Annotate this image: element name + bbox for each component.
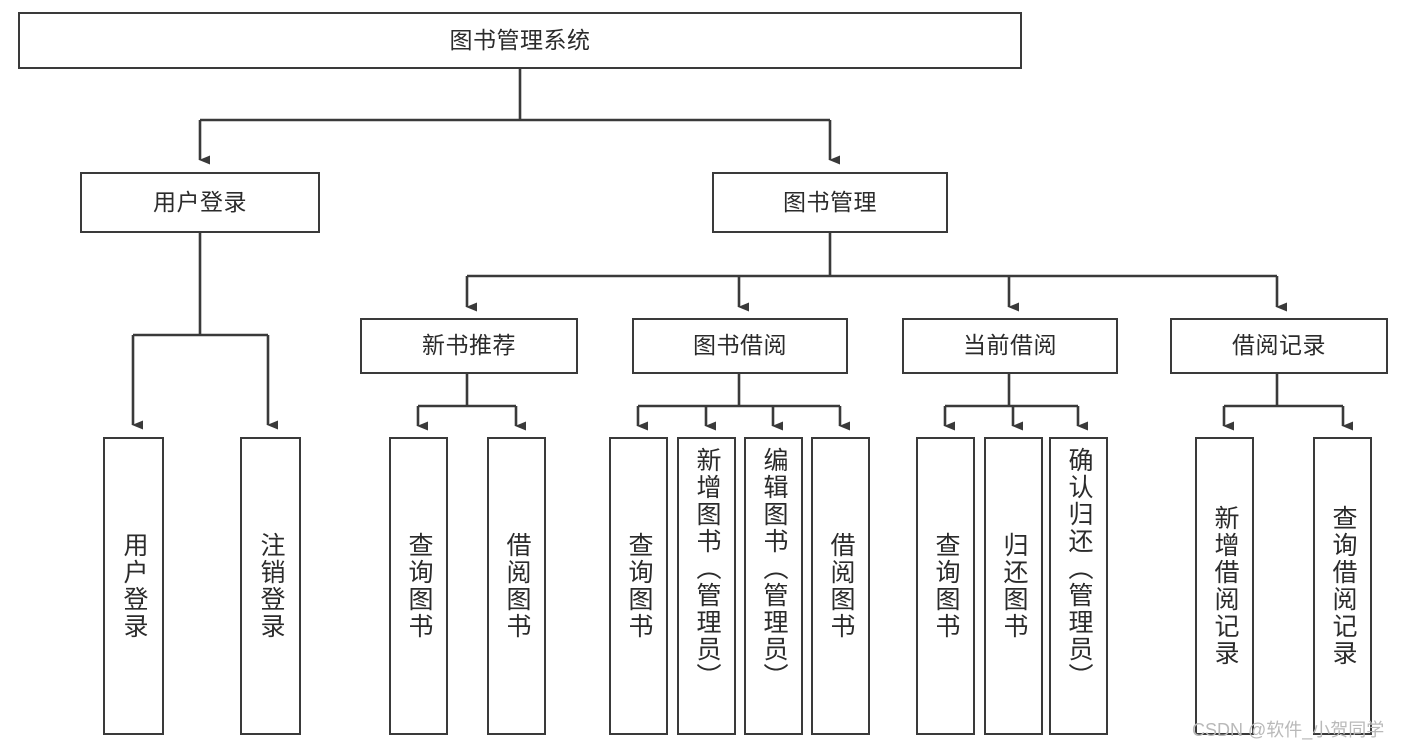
node-book-management[interactable]: 图书管理 bbox=[712, 172, 948, 233]
leaf-borrow-book[interactable]: 借阅图书 bbox=[811, 437, 870, 735]
leaf-query-book-borrow[interactable]: 查询图书 bbox=[609, 437, 668, 735]
leaf-query-borrow-record[interactable]: 查询借阅记录 bbox=[1313, 437, 1372, 735]
leaf-query-book-current[interactable]: 查询图书 bbox=[916, 437, 975, 735]
leaf-edit-book-admin[interactable]: 编辑图书（管理员） bbox=[744, 437, 803, 735]
node-label: 查询借阅记录 bbox=[1329, 505, 1357, 667]
leaf-return-book[interactable]: 归还图书 bbox=[984, 437, 1043, 735]
node-label: 用户登录 bbox=[153, 188, 247, 215]
node-label: 图书借阅 bbox=[693, 332, 787, 359]
node-root-system[interactable]: 图书管理系统 bbox=[18, 12, 1022, 69]
leaf-confirm-return-admin[interactable]: 确认归还（管理员） bbox=[1049, 437, 1108, 735]
node-label: 查询图书 bbox=[405, 532, 433, 640]
node-current-borrow[interactable]: 当前借阅 bbox=[902, 318, 1118, 374]
node-borrow-record[interactable]: 借阅记录 bbox=[1170, 318, 1388, 374]
node-label: 注销登录 bbox=[257, 532, 285, 640]
node-label: 归还图书 bbox=[1000, 532, 1028, 640]
node-label: 用户登录 bbox=[120, 532, 148, 640]
node-label: 当前借阅 bbox=[963, 332, 1057, 359]
node-label: 查询图书 bbox=[932, 532, 960, 640]
node-label: 借阅图书 bbox=[827, 532, 855, 640]
leaf-logout[interactable]: 注销登录 bbox=[240, 437, 301, 735]
node-label: 确认归还（管理员） bbox=[1065, 447, 1093, 690]
leaf-borrow-book-recommend[interactable]: 借阅图书 bbox=[487, 437, 546, 735]
node-book-borrow[interactable]: 图书借阅 bbox=[632, 318, 848, 374]
node-label: 编辑图书（管理员） bbox=[760, 447, 788, 690]
leaf-add-book-admin[interactable]: 新增图书（管理员） bbox=[677, 437, 736, 735]
node-label: 借阅记录 bbox=[1232, 332, 1326, 359]
node-label: 借阅图书 bbox=[503, 532, 531, 640]
node-label: 新书推荐 bbox=[422, 332, 516, 359]
node-label: 查询图书 bbox=[625, 532, 653, 640]
leaf-add-borrow-record[interactable]: 新增借阅记录 bbox=[1195, 437, 1254, 735]
leaf-user-login[interactable]: 用户登录 bbox=[103, 437, 164, 735]
csdn-watermark: CSDN @软件_小贺同学 bbox=[1192, 720, 1385, 740]
node-label: 新增图书（管理员） bbox=[693, 447, 721, 690]
leaf-query-book-recommend[interactable]: 查询图书 bbox=[389, 437, 448, 735]
node-label: 图书管理系统 bbox=[449, 26, 591, 53]
node-label: 图书管理 bbox=[783, 188, 877, 215]
node-label: 新增借阅记录 bbox=[1211, 505, 1239, 667]
node-user-login[interactable]: 用户登录 bbox=[80, 172, 320, 233]
node-new-book-recommend[interactable]: 新书推荐 bbox=[360, 318, 578, 374]
